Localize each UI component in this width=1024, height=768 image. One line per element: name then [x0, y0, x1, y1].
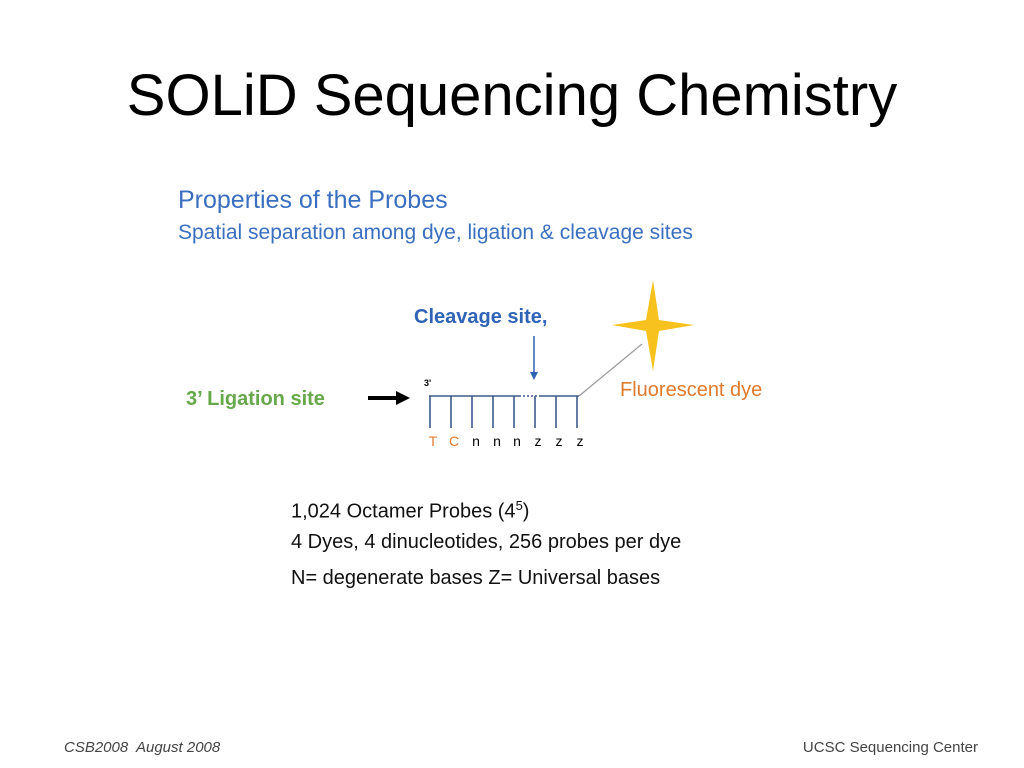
- probe-bases: T C n n n z z z: [429, 433, 584, 449]
- footer-left: CSB2008 August 2008: [64, 739, 221, 756]
- base-t: T: [429, 433, 438, 449]
- arrow-right-icon: [368, 391, 410, 405]
- base-c: C: [449, 433, 459, 449]
- fact-dyes: 4 Dyes, 4 dinucleotides, 256 probes per …: [291, 531, 682, 553]
- fluorescent-dye-label: Fluorescent dye: [620, 379, 762, 401]
- base-n: n: [513, 433, 521, 449]
- arrow-down-icon: [530, 336, 538, 380]
- ligation-site-label: 3’ Ligation site: [186, 388, 325, 410]
- base-n: n: [493, 433, 501, 449]
- base-z: z: [577, 433, 584, 449]
- dye-connector-line: [578, 343, 643, 397]
- base-n: n: [472, 433, 480, 449]
- slide-title: SOLiD Sequencing Chemistry: [126, 63, 898, 128]
- exponent: 5: [515, 498, 523, 513]
- footer-right: UCSC Sequencing Center: [802, 739, 978, 756]
- probe-teeth: [429, 396, 578, 428]
- base-z: z: [535, 433, 542, 449]
- fact-bases-note: N= degenerate bases Z= Universal bases: [291, 567, 661, 589]
- fact-list: 1,024 Octamer Probes (45) 4 Dyes, 4 dinu…: [291, 494, 681, 602]
- three-prime-end-label: 3': [424, 378, 431, 388]
- base-z: z: [556, 433, 563, 449]
- star-icon: [612, 280, 694, 371]
- fact-octamer-probes: 1,024 Octamer Probes (45): [291, 498, 530, 523]
- cleavage-site-label: Cleavage site,: [414, 306, 547, 328]
- panel-title: Properties of the Probes: [178, 186, 448, 214]
- panel-subtitle: Spatial separation among dye, ligation &…: [178, 221, 693, 244]
